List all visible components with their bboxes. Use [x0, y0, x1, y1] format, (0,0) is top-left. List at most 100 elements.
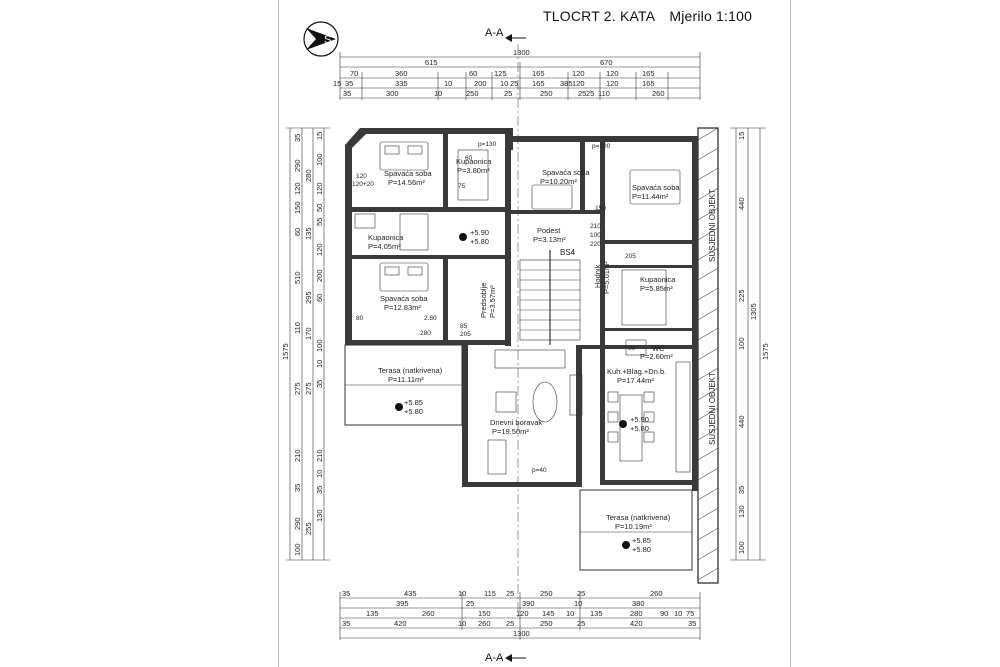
room-bedroom1-name: Spavaća soba — [384, 169, 432, 178]
furniture — [354, 141, 691, 475]
dim-left-c1-13: 210 — [293, 449, 302, 462]
dim-top-r2-4: 165 — [532, 69, 545, 78]
dim-bot-r3-4: 145 — [542, 609, 555, 618]
dim-top-r3-9: 120 — [606, 79, 619, 88]
level-4-bottom: +5.80 — [632, 545, 651, 554]
room-living-name: Dnevni boravak — [490, 418, 542, 427]
dim-left-col2: 15 50 100 120 55 120 200 60 100 10 35 21… — [315, 132, 324, 522]
level-3-top: +5.90 — [630, 415, 649, 424]
dim-bot-r1-2: 10 — [458, 589, 466, 598]
room-bath3-name: Kupaonica — [640, 275, 676, 284]
dim-left-c1-14: 35 — [293, 484, 302, 492]
dim-top-r4-4: 25 — [504, 89, 512, 98]
dimension-chain-left — [286, 127, 330, 561]
dim-top-r4-9: 110 — [598, 89, 610, 98]
small-dim-16: 2.80 — [424, 315, 437, 322]
dim-left-c2-13: 35 — [315, 486, 324, 494]
svg-text:S: S — [324, 34, 331, 46]
small-dim-7: p=100 — [592, 143, 611, 150]
dim-bot-r3-6: 135 — [590, 609, 603, 618]
dim-left-c1-12: 275 — [304, 382, 313, 395]
dim-bot-r2-0: 395 — [396, 599, 409, 608]
dim-top-row4: 35 300 10 250 25 250 25 385 25 110 260 — [343, 79, 665, 98]
room-bedroom3-area: P=11.44m² — [632, 192, 669, 201]
dim-top-r3-10: 165 — [642, 79, 655, 88]
dim-bot-r4-3: 260 — [478, 619, 491, 628]
dim-right-8: 100 — [737, 541, 746, 554]
room-hall2-area: P=5.01m² — [602, 261, 611, 294]
section-marker-bottom: A-A — [485, 652, 504, 664]
small-dim-15: 90 — [628, 345, 636, 352]
dim-bot-r3-1: 260 — [422, 609, 435, 618]
small-dimensions: 120 120+20 85 205 60 75 p=130 p=100 p=40… — [352, 141, 636, 474]
room-terrace1-area: P=11.11m² — [388, 375, 424, 384]
level-marker-icon — [395, 233, 630, 549]
small-dim-0: 120 — [356, 173, 367, 180]
dim-right-1: 440 — [737, 197, 746, 210]
room-bath1-area: P=3.80m² — [457, 166, 490, 175]
room-terrace2-name: Terasa (natkrivena) — [606, 513, 671, 522]
dim-bot-r2-4: 380 — [632, 599, 645, 608]
dim-top-r4-8: 25 — [586, 89, 594, 98]
dim-top-r3-1: 35 — [345, 79, 353, 88]
sheet-border-right — [790, 0, 791, 667]
dim-bot-r4-8: 35 — [688, 619, 696, 628]
dim-bot-r1-3: 115 — [484, 589, 496, 598]
dim-top-r1-0: 615 — [425, 58, 438, 67]
room-hall1-name: Predsoblje — [479, 283, 488, 318]
dimension-chain-bottom — [339, 592, 701, 640]
dim-left-c2-6: 200 — [315, 269, 324, 282]
dim-bot-r2-3: 10 — [574, 599, 582, 608]
level-1-bottom: +5.80 — [470, 237, 489, 246]
dim-top-r4-5: 250 — [540, 89, 553, 98]
small-dim-10: 100 — [590, 232, 601, 239]
level-3-bottom: +5.80 — [630, 424, 649, 433]
dim-bot-r4-1: 420 — [394, 619, 407, 628]
room-wc-area: P=2.60m² — [640, 352, 673, 361]
dim-bot-r1-7: 260 — [650, 589, 663, 598]
dim-bot-r4-0: 35 — [342, 619, 350, 628]
room-labels: Spavaća soba P=14.56m² Kupaonica P=3.80m… — [368, 157, 680, 531]
room-landing-area: P=3.13m² — [533, 235, 566, 244]
dim-top-r2-0: 70 — [350, 69, 358, 78]
terrace-outlines — [344, 344, 693, 571]
section-marker-top: A-A — [485, 27, 504, 39]
dim-bot-r1-4: 25 — [506, 589, 514, 598]
dim-bot-r4-6: 25 — [577, 619, 585, 628]
dim-top-row3: 15 35 335 10 200 10 25 165 120 120 165 — [333, 79, 655, 88]
dim-left-c1-11: 275 — [293, 382, 302, 395]
dim-top-r2-5: 120 — [572, 69, 585, 78]
room-bedroom4-name: Spavaća soba — [380, 294, 428, 303]
small-dim-14: 80 — [356, 315, 364, 322]
small-dim-8: p=40 — [532, 467, 547, 474]
dim-top-r4-7: 385 — [560, 79, 573, 88]
dim-left-c1-7: 510 — [293, 271, 302, 284]
room-wc-name: WC — [652, 344, 665, 353]
room-bedroom4-area: P=12.83m² — [384, 303, 421, 312]
room-bath2-name: Kupaonica — [368, 233, 404, 242]
dim-bot-r4-5: 250 — [540, 619, 553, 628]
dim-bot-r3-5: 10 — [566, 609, 574, 618]
dim-bot-r3-0: 135 — [366, 609, 379, 618]
room-bedroom2-name: Spavaća soba — [542, 168, 590, 177]
dim-left-c2-2: 100 — [315, 153, 324, 166]
dim-top-r3-3: 10 — [444, 79, 452, 88]
dim-left-c1-5: 60 — [293, 228, 302, 236]
room-hall1-area: P=3.57m² — [488, 285, 497, 318]
dim-bot-r3-2: 150 — [478, 609, 491, 618]
dim-left-c1-17: 100 — [293, 543, 302, 556]
room-bedroom1-area: P=14.56m² — [388, 178, 425, 187]
level-4-top: +5.85 — [632, 536, 651, 545]
dim-left-c2-5: 120 — [315, 243, 324, 256]
dim-top-r2-2: 60 — [469, 69, 477, 78]
dim-top-r4-6: 25 — [578, 89, 586, 98]
dim-right-6: 35 — [737, 486, 746, 494]
dim-right-7: 130 — [737, 505, 746, 518]
room-landing-name: Podest — [537, 226, 561, 235]
dim-bot-r2-1: 25 — [466, 599, 474, 608]
dim-left-c2-8: 100 — [315, 339, 324, 352]
dim-left-c2-0: 15 — [315, 132, 324, 140]
dim-bot-r4-2: 10 — [458, 619, 466, 628]
small-dim-4: 60 — [465, 155, 473, 162]
